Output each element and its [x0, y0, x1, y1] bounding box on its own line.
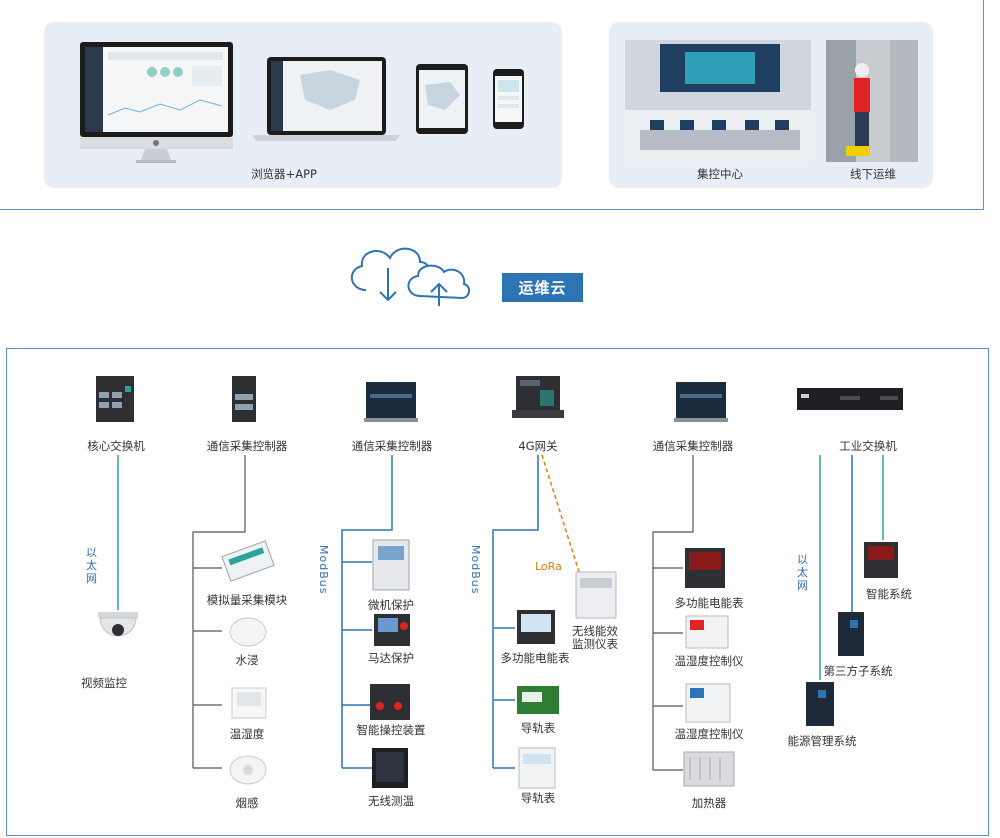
field-maintenance-photo: [826, 40, 918, 162]
controller-label-2: 通信采集控制器: [351, 439, 433, 453]
bottom-frame: [6, 348, 989, 836]
wireless-efficiency-meter-icon: [575, 571, 617, 619]
humidity-sensor-icon: [231, 687, 267, 719]
water-leak-label: 水浸: [235, 653, 259, 667]
controller-icon-1: [232, 376, 256, 422]
rail-meter-icon-1: [517, 686, 559, 714]
client-caption: 浏览器+APP: [251, 167, 317, 181]
video-surveillance-label: 视频监控: [81, 676, 127, 690]
modbus-label-2: ModBus: [469, 545, 482, 595]
smoke-detector-icon: [229, 755, 267, 785]
third-party-cabinet-icon: [838, 612, 864, 656]
tablet-icon: [416, 64, 468, 134]
humidity-controller-icon-2: [685, 683, 731, 723]
ethernet-label-1: 以 太 网: [86, 546, 98, 585]
heater-icon: [683, 751, 735, 787]
multifunction-meter-icon-1: [517, 610, 555, 644]
third-party-system-label: 第三方子系统: [823, 664, 893, 678]
relay-protection-icon: [372, 539, 410, 591]
wireless-temp-icon: [372, 748, 408, 788]
humidity-controller-label-2: 温湿度控制仪: [674, 727, 744, 741]
core-switch-label: 核心交换机: [87, 439, 145, 453]
wireless-temp-label: 无线测温: [368, 794, 414, 808]
microcomputer-protection-label: 微机保护: [368, 598, 414, 612]
gateway-4g-label: 4G网关: [518, 439, 558, 453]
rail-meter-label-1: 导轨表: [520, 721, 556, 735]
energy-cabinet-icon: [806, 682, 834, 726]
humidity-controller-label-1: 温湿度控制仪: [674, 654, 744, 668]
dome-camera-icon: [98, 612, 138, 637]
motor-protection-label: 马达保护: [368, 651, 414, 665]
temp-humidity-label: 温湿度: [229, 727, 265, 741]
rail-meter-icon-2: [518, 747, 556, 789]
smoke-label: 烟感: [235, 796, 259, 810]
analog-module-label: 模拟量采集模块: [206, 593, 288, 607]
controller-label-3: 通信采集控制器: [652, 439, 734, 453]
humidity-controller-icon-1: [685, 615, 729, 649]
motor-protection-icon: [374, 614, 410, 646]
field-maintenance-caption: 线下运维: [850, 167, 896, 181]
controller-icon-3: [674, 382, 728, 422]
water-sensor-icon: [229, 617, 267, 647]
controller-label-1: 通信采集控制器: [206, 439, 288, 453]
energy-management-label: 能源管理系统: [787, 734, 857, 748]
smart-system-label: 智能系统: [866, 587, 912, 601]
industrial-switch-label: 工业交换机: [839, 439, 897, 453]
desktop-monitor-icon: [80, 42, 233, 163]
4g-gateway-icon: [512, 376, 564, 418]
smart-control-label: 智能操控装置: [356, 723, 426, 737]
core-switch-icon: [96, 376, 134, 422]
phone-icon: [493, 69, 524, 129]
wireless-efficiency-meter-label: 无线能效 监测仪表: [572, 624, 618, 651]
modbus-label-1: ModBus: [317, 545, 330, 595]
analog-module-icon: [221, 540, 275, 582]
control-center-photo: [625, 40, 811, 162]
controller-icon-2: [364, 382, 418, 422]
lora-label: LoRa: [535, 560, 562, 573]
laptop-icon: [252, 57, 400, 141]
multifunction-meter-label-2: 多功能电能表: [674, 596, 744, 610]
multifunction-meter-icon-2: [685, 548, 725, 588]
heater-label: 加热器: [691, 796, 727, 810]
multifunction-meter-label-1: 多功能电能表: [500, 651, 570, 665]
ops-cloud-badge: 运维云: [502, 273, 583, 302]
ethernet-label-2: 以 太 网: [797, 553, 809, 592]
smart-system-icon: [864, 542, 898, 578]
rail-meter-label-2: 导轨表: [520, 791, 556, 805]
control-center-caption: 集控中心: [697, 167, 743, 181]
industrial-switch-icon: [797, 388, 903, 410]
smart-control-icon: [370, 684, 410, 720]
